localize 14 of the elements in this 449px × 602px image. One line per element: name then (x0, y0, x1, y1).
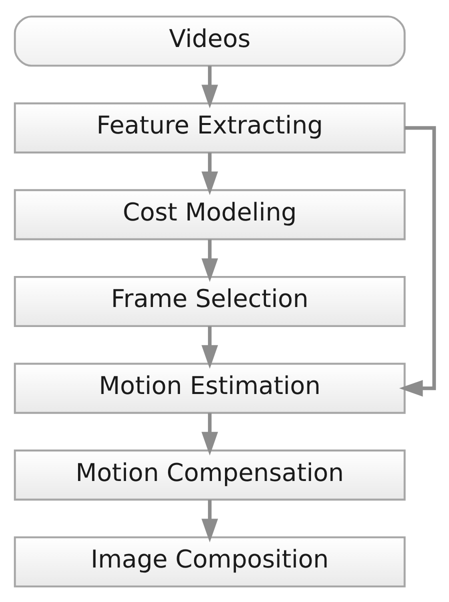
node-box: Motion Estimation (14, 362, 406, 414)
arrow (201, 412, 218, 456)
arrow (201, 326, 218, 368)
node-box: Image Composition (14, 536, 406, 587)
arrow (399, 126, 436, 396)
arrow (201, 238, 218, 282)
node-box: Cost Modeling (14, 188, 406, 240)
arrow (201, 152, 218, 195)
arrow (201, 499, 218, 542)
node-box: Feature Extracting (14, 102, 406, 153)
node-box: Motion Compensation (14, 449, 406, 500)
node-box: Videos (14, 15, 406, 66)
node-box: Frame Selection (14, 275, 406, 327)
arrow (201, 65, 218, 108)
